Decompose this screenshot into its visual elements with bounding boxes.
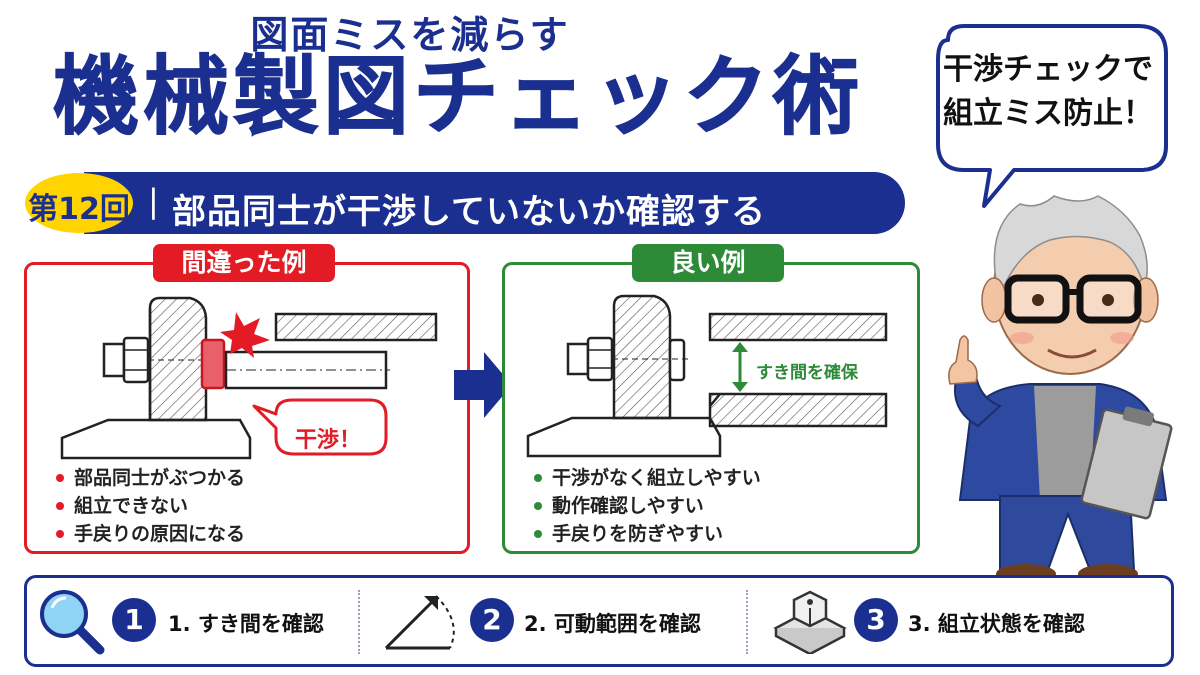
banner-topic: 部品同士が干渉していないか確認する: [172, 192, 766, 232]
list-item: 部品同士がぶつかる: [54, 464, 245, 492]
good-example-list: 干渉がなく組立しやすい 動作確認しやすい 手戻りを防ぎやすい: [532, 464, 761, 548]
assembly-block-icon: [773, 590, 847, 654]
speech-line-1: 干渉チェックで: [943, 52, 1153, 87]
speech-bubble: [936, 24, 1168, 208]
episode-banner: [84, 172, 905, 234]
list-item: 動作確認しやすい: [532, 492, 761, 520]
speech-bubble-text: 干渉チェックで 組立ミス防止！: [940, 48, 1156, 135]
step-label-2: 2. 可動範囲を確認: [524, 612, 701, 636]
motion-arrow-icon: [384, 595, 455, 650]
episode-number: 第12回: [28, 192, 130, 227]
step-number-3: 3: [854, 598, 898, 642]
checklist-bar: [24, 575, 1174, 667]
bad-example-label: 間違った例: [153, 244, 335, 282]
list-item: 組立できない: [54, 492, 245, 520]
step-number-1: 1: [112, 598, 156, 642]
interference-callout: 干渉！: [295, 428, 362, 453]
engineer-character: [948, 195, 1173, 584]
step-label-3: 3. 組立状態を確認: [908, 612, 1085, 636]
speech-line-2: 組立ミス防止！: [943, 95, 1153, 131]
list-item: 干渉がなく組立しやすい: [532, 464, 761, 492]
step-label-1: 1. すき間を確認: [168, 612, 324, 636]
episode-badge: [25, 173, 133, 233]
good-example-label: 良い例: [632, 244, 784, 282]
step-divider: [746, 590, 748, 654]
arrow-right-icon: [454, 352, 512, 418]
magnifier-icon: [40, 590, 105, 655]
list-item: 手戻りを防ぎやすい: [532, 520, 761, 548]
subtitle: 図面ミスを減らす: [250, 13, 570, 57]
step-divider: [358, 590, 360, 654]
bad-example-panel: [24, 262, 470, 554]
page-title: 機械製図チェック術: [53, 47, 863, 147]
bad-example-list: 部品同士がぶつかる 組立できない 手戻りの原因になる: [54, 464, 245, 548]
clearance-callout: すき間を確保: [756, 363, 858, 383]
bad-example-drawing: [60, 296, 438, 460]
step-number-2: 2: [470, 598, 514, 642]
good-example-drawing: [526, 294, 888, 458]
banner-separator: |: [148, 182, 159, 220]
list-item: 手戻りの原因になる: [54, 520, 245, 548]
